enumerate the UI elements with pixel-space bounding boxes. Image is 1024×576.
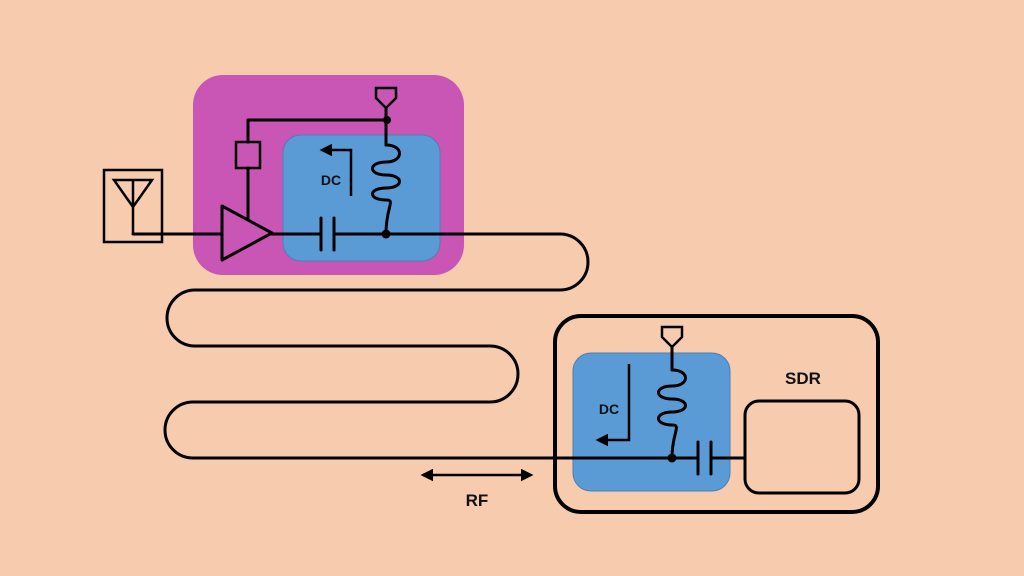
sdr-box <box>743 399 861 495</box>
bias-tee-top <box>282 134 441 262</box>
inductor-icon <box>371 143 401 236</box>
arrow-icon <box>595 364 631 447</box>
inductor-icon <box>657 368 687 460</box>
dc-label: DC <box>321 172 341 188</box>
dc-label: DC <box>599 401 619 417</box>
dc-port-icon <box>660 325 684 349</box>
sdr-label: SDR <box>785 369 821 388</box>
junction-dot <box>381 229 391 239</box>
arrow-icon <box>319 143 353 196</box>
rf-label: RF <box>466 491 489 510</box>
bias-wire <box>246 118 389 144</box>
antenna-icon <box>102 168 164 244</box>
sdr-enclosure <box>553 314 880 514</box>
dc-port-icon <box>374 86 398 110</box>
coax-cable <box>163 232 674 460</box>
bias-tee-bottom <box>572 352 731 492</box>
